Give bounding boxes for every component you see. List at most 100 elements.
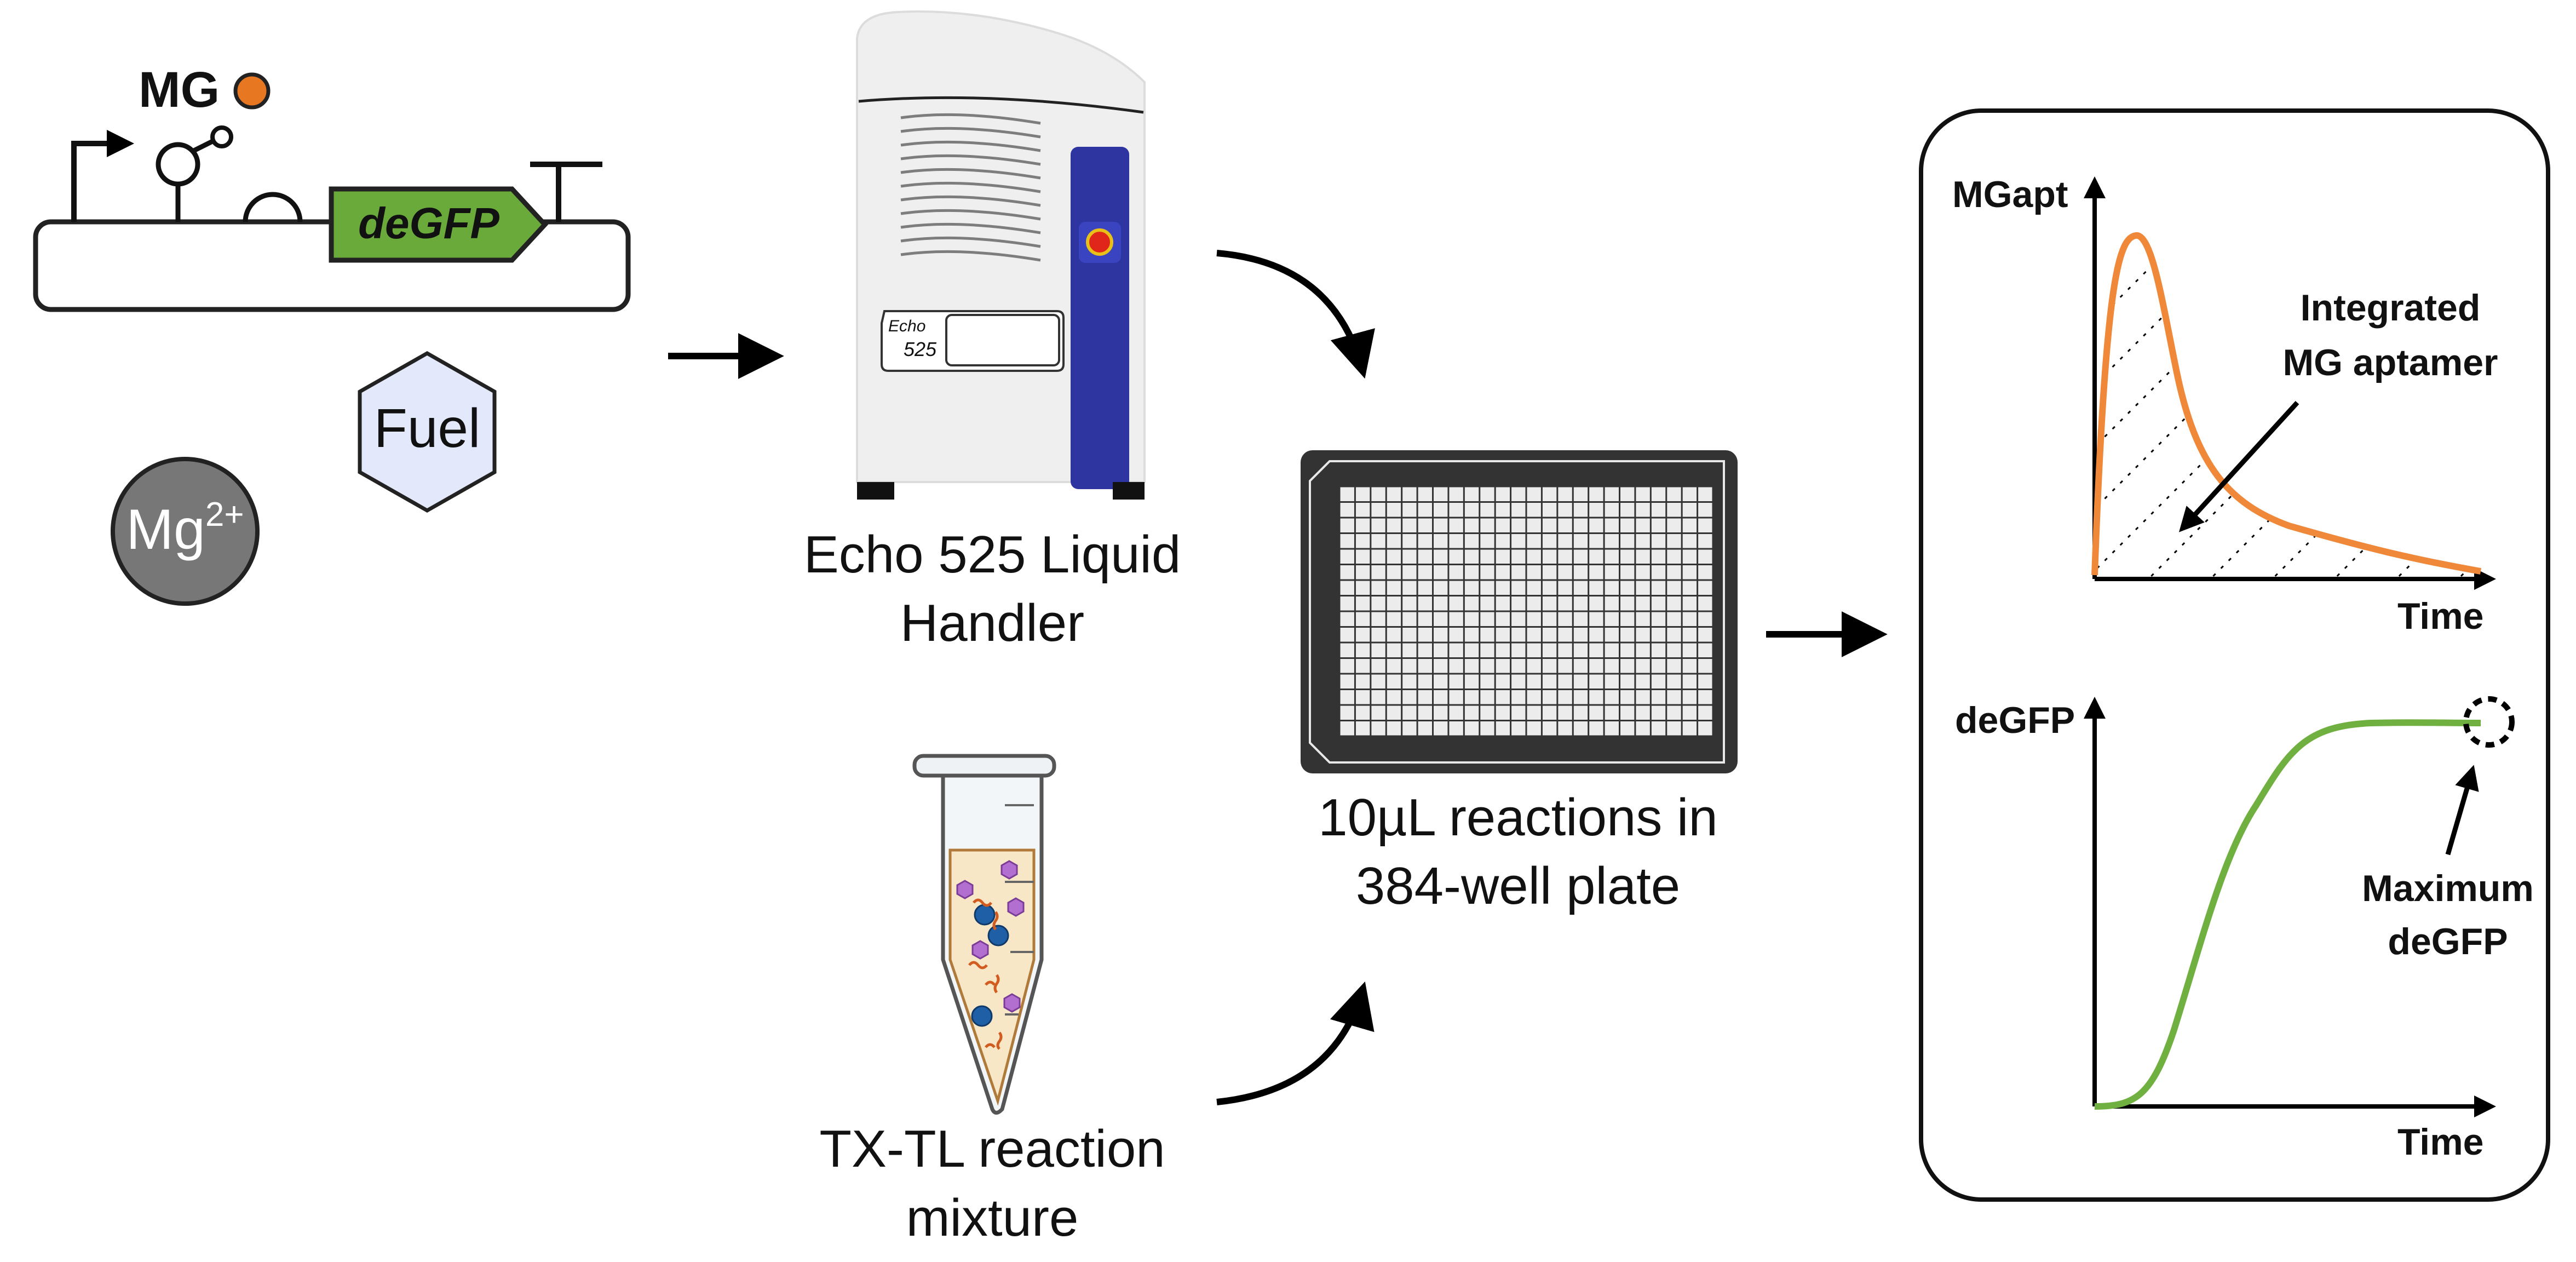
well (1511, 643, 1526, 657)
tube-graduations (1005, 804, 1034, 1016)
well (1480, 565, 1494, 580)
well (1558, 581, 1572, 595)
well (1496, 705, 1510, 720)
mg-annotation-line1: Integrated (2301, 287, 2481, 329)
well (1636, 705, 1650, 720)
well (1496, 643, 1510, 657)
well (1449, 721, 1463, 736)
well (1651, 659, 1666, 673)
fuel-hexagon: Fuel (358, 351, 497, 513)
well (1449, 487, 1463, 501)
well (1340, 549, 1354, 564)
well (1698, 721, 1712, 736)
well (1620, 643, 1635, 657)
well (1355, 612, 1370, 626)
well (1371, 674, 1385, 689)
well (1464, 581, 1479, 595)
well (1682, 596, 1697, 611)
well (1589, 534, 1603, 548)
well (1698, 628, 1712, 642)
tube-caption-line1: TX-TL reaction (819, 1120, 1165, 1178)
well (1527, 643, 1541, 657)
well (1558, 643, 1572, 657)
well (1605, 674, 1619, 689)
well (1464, 674, 1479, 689)
well (1651, 549, 1666, 564)
well (1371, 549, 1385, 564)
well (1558, 596, 1572, 611)
well (1511, 612, 1526, 626)
well (1464, 659, 1479, 673)
well (1496, 581, 1510, 595)
well (1418, 565, 1432, 580)
well (1636, 596, 1650, 611)
well (1667, 581, 1681, 595)
well (1636, 581, 1650, 595)
well (1682, 659, 1697, 673)
well (1418, 596, 1432, 611)
well (1605, 534, 1619, 548)
well (1511, 549, 1526, 564)
handler-caption-line1: Echo 525 Liquid (804, 525, 1181, 584)
well (1418, 534, 1432, 548)
well (1496, 612, 1510, 626)
well (1464, 612, 1479, 626)
well (1449, 612, 1463, 626)
well (1620, 612, 1635, 626)
well (1682, 503, 1697, 517)
well (1480, 721, 1494, 736)
well (1434, 705, 1448, 720)
well (1340, 565, 1354, 580)
well (1605, 503, 1619, 517)
well (1387, 518, 1401, 532)
plate-caption-line2: 384-well plate (1356, 857, 1680, 915)
well (1340, 721, 1354, 736)
well (1605, 581, 1619, 595)
degfp-curve (2094, 719, 2481, 1110)
well (1698, 659, 1712, 673)
well (1371, 659, 1385, 673)
well (1527, 674, 1541, 689)
well (1340, 596, 1354, 611)
well (1434, 612, 1448, 626)
well (1418, 674, 1432, 689)
well (1371, 596, 1385, 611)
well (1434, 659, 1448, 673)
txtl-tube (912, 754, 1056, 1115)
well (1542, 565, 1557, 580)
well (1558, 721, 1572, 736)
well (1573, 628, 1588, 642)
well (1682, 705, 1697, 720)
well (1589, 503, 1603, 517)
well (1449, 581, 1463, 595)
well (1449, 596, 1463, 611)
well (1667, 628, 1681, 642)
well (1651, 581, 1666, 595)
well (1667, 565, 1681, 580)
well (1636, 565, 1650, 580)
well (1434, 503, 1448, 517)
well (1464, 721, 1479, 736)
well (1355, 503, 1370, 517)
well (1402, 581, 1417, 595)
well-grid (1340, 487, 1712, 736)
well (1605, 721, 1619, 736)
ligand-label: MG (139, 62, 220, 118)
well (1418, 518, 1432, 532)
well (1651, 596, 1666, 611)
well (1558, 503, 1572, 517)
well (1340, 690, 1354, 704)
status-light-icon (1086, 228, 1113, 256)
well (1387, 659, 1401, 673)
well (1651, 643, 1666, 657)
well (1573, 596, 1588, 611)
orange-strands (968, 898, 1003, 1050)
well (1355, 549, 1370, 564)
well (1387, 690, 1401, 704)
well (1558, 565, 1572, 580)
well (1464, 549, 1479, 564)
well (1371, 690, 1385, 704)
well (1682, 581, 1697, 595)
well (1434, 643, 1448, 657)
well (1698, 534, 1712, 548)
